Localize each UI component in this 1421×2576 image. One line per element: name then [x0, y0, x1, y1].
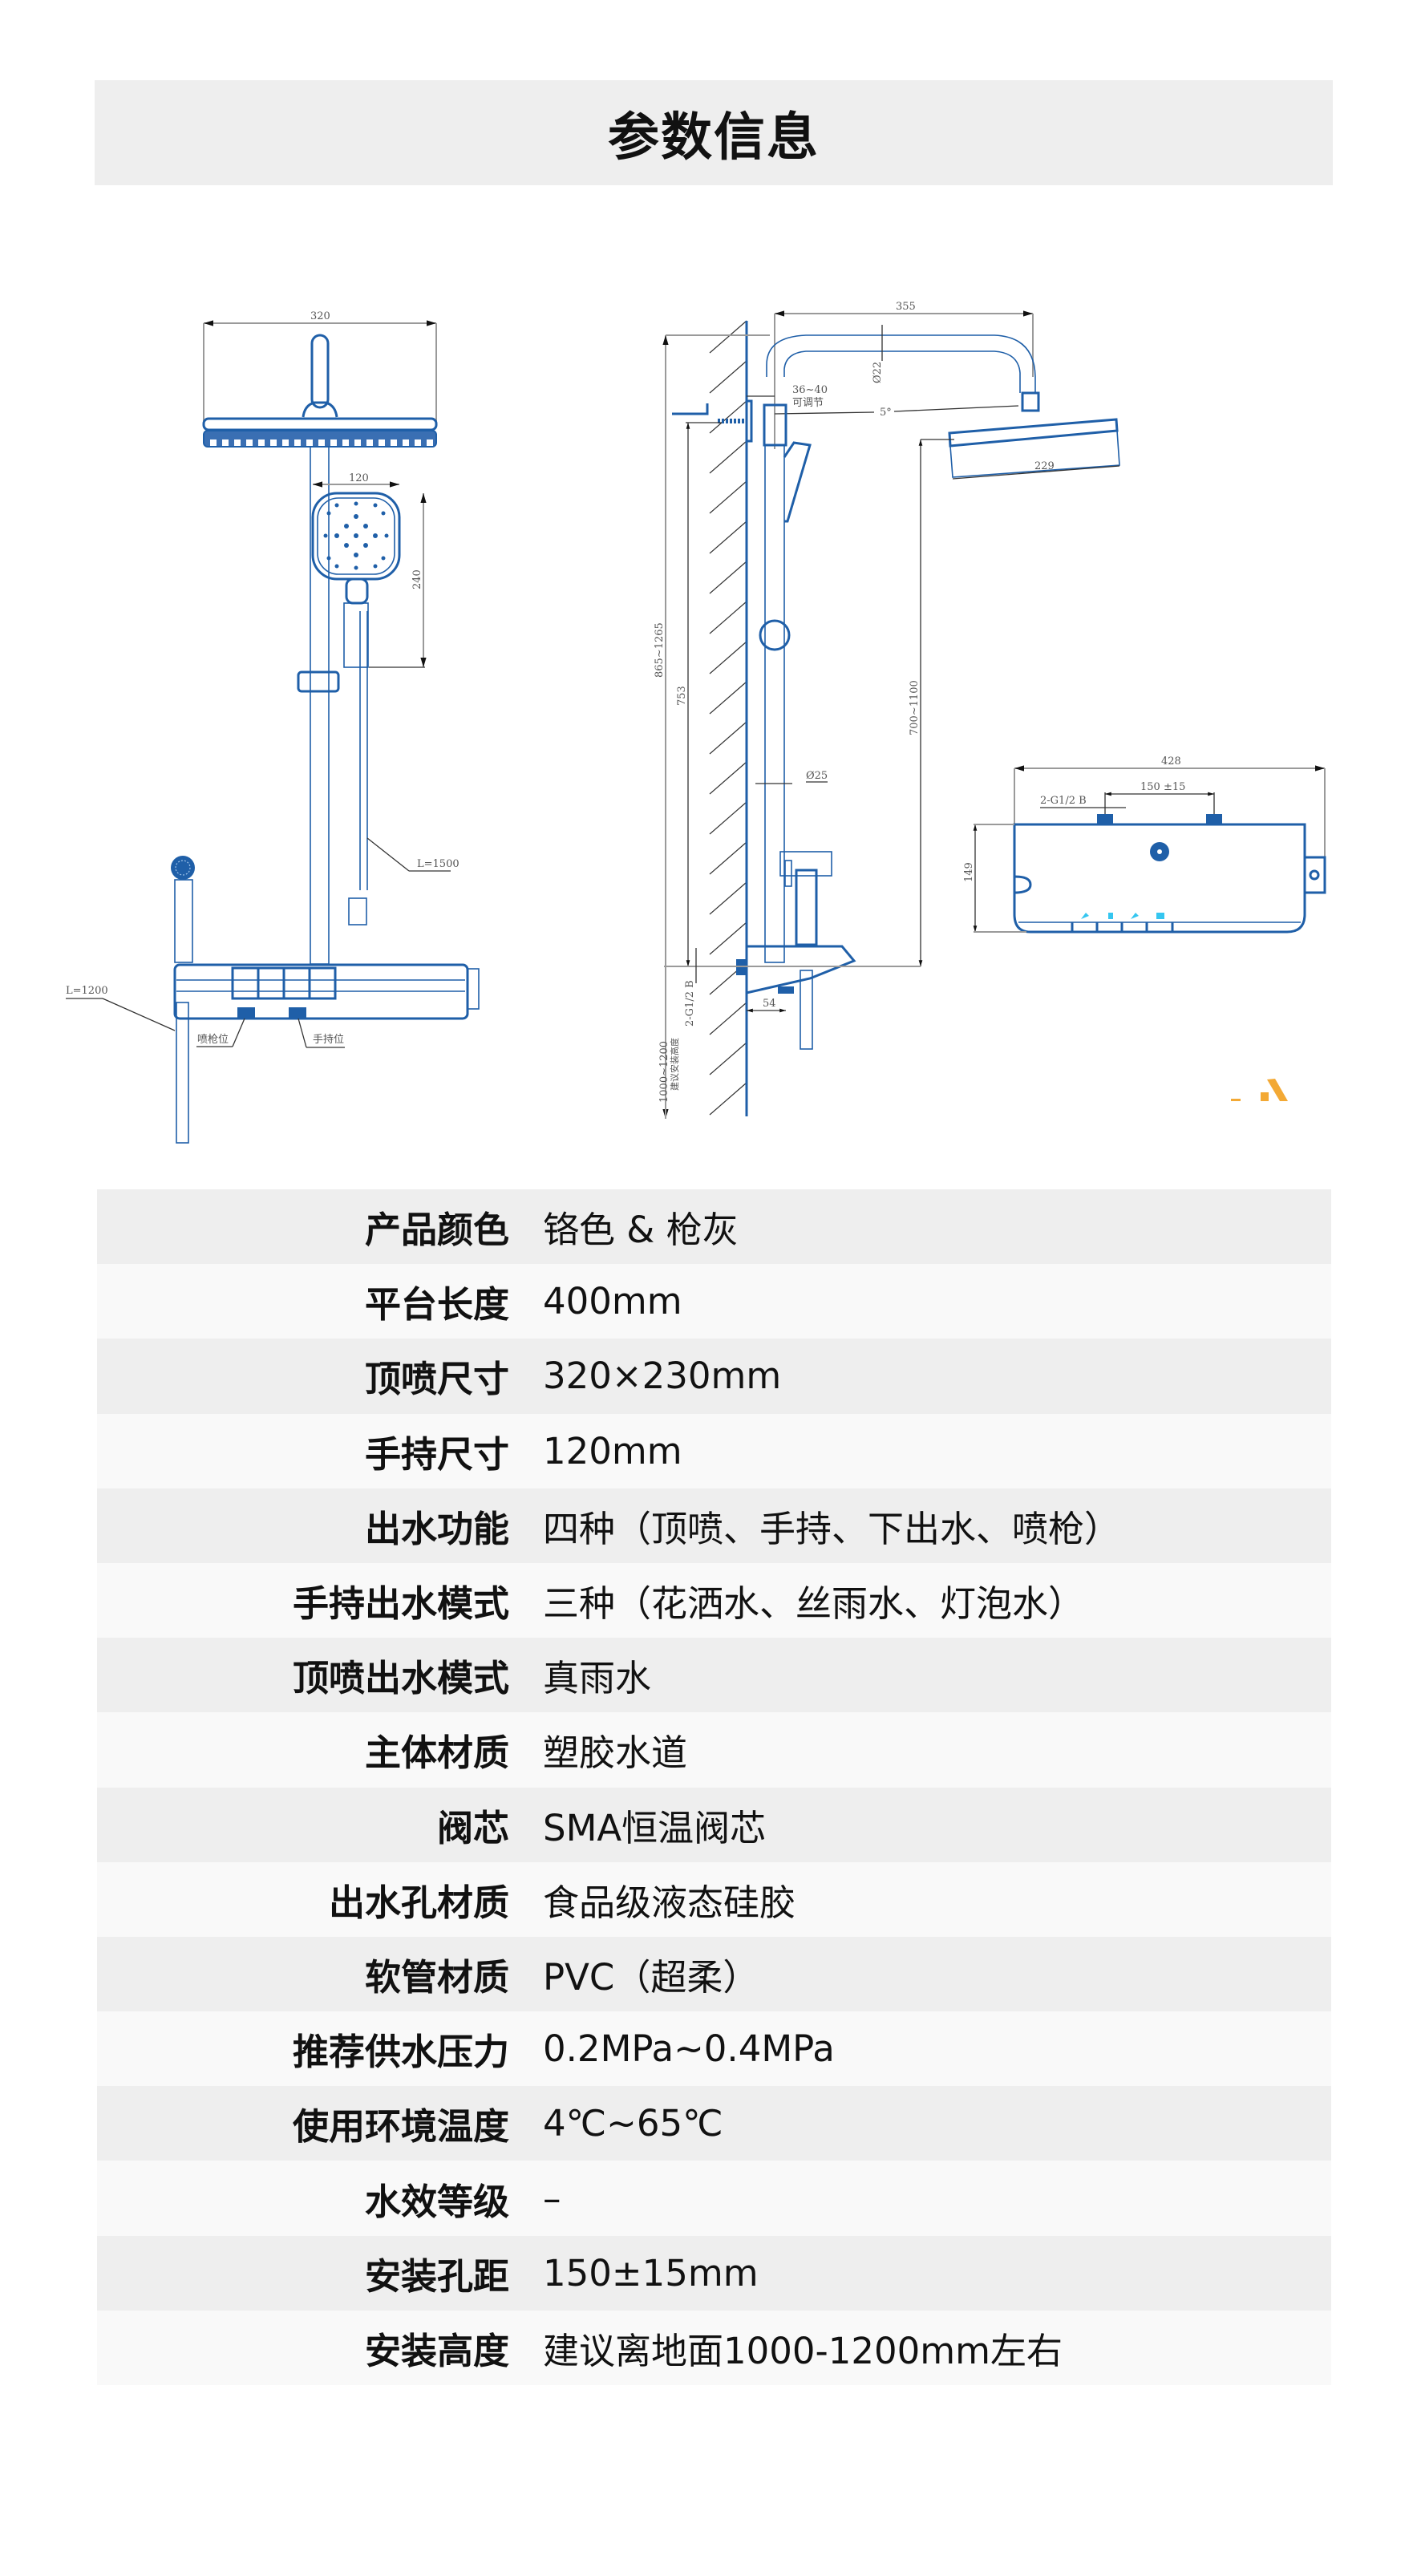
spec-label: 阀芯 — [436, 1806, 509, 1849]
dim-install-height: 1000~1200 — [658, 1041, 670, 1103]
spec-row: 阀芯 SMA恒温阀芯 — [97, 1787, 1331, 1862]
spec-value: 四种（顶喷、手持、下出水、喷枪） — [543, 1507, 1121, 1550]
spec-row: 安装高度建议离地面1000-1200mm左右 — [97, 2310, 1331, 2385]
dim-top-depth: 149 — [963, 862, 975, 882]
wall-hatch — [709, 320, 747, 1116]
spec-label: 手持尺寸 — [364, 1432, 509, 1476]
section-title: 参数信息 — [608, 107, 820, 168]
dim-head-height: 700~1100 — [909, 680, 921, 735]
spec-label: 主体材质 — [364, 1732, 509, 1775]
spec-value: – — [543, 2177, 561, 2220]
dim-hand-width: 120 — [349, 472, 369, 484]
slider-bracket — [297, 670, 340, 693]
spec-label: 顶喷出水模式 — [292, 1657, 509, 1700]
dim-inlet-spacing: 150 ±15 — [1140, 781, 1185, 793]
platform-front — [173, 963, 480, 1020]
section-header: 参数信息 — [95, 80, 1333, 185]
spec-row: 安装孔距 150±15mm — [97, 2235, 1331, 2311]
spec-value: 400mm — [543, 1280, 682, 1323]
riser-side — [764, 444, 785, 963]
spec-value: 0.2MPa~0.4MPa — [543, 2027, 835, 2071]
spec-value: PVC（超柔） — [543, 1955, 759, 1999]
spec-value: 建议离地面1000-1200mm左右 — [543, 2329, 1063, 2372]
spec-value: 三种（花洒水、丝雨水、灯泡水） — [543, 1582, 1085, 1626]
logo-fragment — [1231, 1079, 1288, 1101]
spec-row: 手持尺寸 120mm — [97, 1413, 1331, 1488]
rain-showerhead-side — [948, 391, 1120, 478]
technical-drawing: 320 120 240 — [66, 301, 1326, 1144]
platform-side — [736, 945, 856, 1050]
dim-head-width: 320 — [310, 310, 330, 322]
dim-inlet-side: 2-G1/2 B — [684, 980, 696, 1027]
spec-label: 安装高度 — [364, 2329, 509, 2372]
spec-label: 软管材质 — [364, 1955, 509, 1999]
spec-label: 出水孔材质 — [328, 1881, 509, 1924]
dim-head-depth: 229 — [1034, 460, 1055, 472]
spec-table: 产品颜色铬色 & 枪灰 平台长度 400mm 顶喷尺寸 320×230mm 手持尺寸… — [97, 1189, 1331, 2385]
dim-offset: 54 — [763, 998, 776, 1010]
spec-value: 铬色 & 枪灰 — [543, 1209, 739, 1252]
hand-shower-side — [783, 441, 812, 523]
label-gun-position: 喷枪位 — [197, 1033, 229, 1046]
mode-icons — [1081, 913, 1164, 919]
spec-row: 推荐供水压力 0.2MPa~0.4MPa — [97, 2011, 1331, 2087]
dim-arm-reach: 355 — [896, 301, 916, 313]
dim-total-height: 865~1265 — [654, 622, 666, 678]
spec-value: 120mm — [543, 1429, 682, 1472]
dim-753: 753 — [676, 686, 688, 706]
spec-label: 平台长度 — [364, 1283, 509, 1326]
spec-value: SMA恒温阀芯 — [543, 1806, 767, 1849]
spec-label: 手持出水模式 — [292, 1582, 509, 1626]
spec-value: 4℃~65℃ — [543, 2102, 723, 2145]
spec-value: 食品级液态硅胶 — [543, 1881, 796, 1924]
spec-value: 150±15mm — [543, 2251, 759, 2295]
dim-hand-height: 240 — [411, 569, 423, 589]
label-hose-1500: L=1500 — [417, 858, 459, 870]
dim-top-width: 428 — [1161, 755, 1181, 768]
front-view: 320 120 240 — [66, 310, 480, 1144]
spec-label: 顶喷尺寸 — [364, 1358, 509, 1401]
spec-label: 产品颜色 — [364, 1209, 509, 1252]
platform-top — [1013, 814, 1326, 934]
dim-arm-dia: Ø22 — [872, 362, 884, 383]
dim-wall-gap-note: 可调节 — [792, 397, 824, 409]
side-view: 355 Ø22 36~40 可调节 5° 229 865~1265 753 — [654, 301, 1120, 1119]
spec-row: 平台长度 400mm — [97, 1264, 1331, 1339]
dim-riser-dia: Ø25 — [806, 770, 828, 782]
shower-arm — [766, 334, 1036, 393]
dim-install-note: 建议安装高度 — [669, 1038, 680, 1091]
spec-value: 塑胶水道 — [543, 1732, 688, 1775]
spec-row: 出水功能四种（顶喷、手持、下出水、喷枪） — [97, 1488, 1331, 1563]
hand-shower-front — [311, 492, 401, 668]
spray-gun — [171, 856, 195, 1144]
spec-value: 320×230mm — [543, 1355, 782, 1398]
spec-row: 主体材质塑胶水道 — [97, 1712, 1331, 1788]
spec-row: 使用环境温度 4℃~65℃ — [97, 2086, 1331, 2161]
top-view: 428 150 ±15 2-G1/2 B 149 — [963, 755, 1326, 1101]
holder-side — [779, 851, 832, 946]
spec-row: 水效等级– — [97, 2161, 1331, 2236]
spec-row: 产品颜色铬色 & 枪灰 — [97, 1189, 1331, 1265]
dim-tilt: 5° — [880, 407, 892, 419]
spec-row: 手持出水模式三种（花洒水、丝雨水、灯泡水） — [97, 1562, 1331, 1638]
spec-label: 出水功能 — [364, 1507, 509, 1550]
dim-wall-gap: 36~40 — [792, 384, 828, 396]
dim-inlet-top: 2-G1/2 B — [1040, 795, 1087, 807]
hose — [359, 611, 368, 890]
spec-value: 真雨水 — [543, 1657, 652, 1700]
spec-row: 顶喷出水模式真雨水 — [97, 1638, 1331, 1713]
slider-knob — [759, 619, 791, 651]
label-hose-1200: L=1200 — [66, 985, 108, 997]
spec-label: 安装孔距 — [364, 2254, 509, 2298]
spec-row: 顶喷尺寸 320×230mm — [97, 1339, 1331, 1414]
spec-label: 使用环境温度 — [292, 2105, 509, 2149]
rain-showerhead-front — [202, 334, 438, 448]
spec-row: 软管材质 PVC（超柔） — [97, 1936, 1331, 2012]
spec-row: 出水孔材质食品级液态硅胶 — [97, 1861, 1331, 1937]
spec-label: 推荐供水压力 — [292, 2031, 509, 2074]
spec-label: 水效等级 — [364, 2180, 509, 2223]
label-hand-position: 手持位 — [313, 1034, 344, 1046]
